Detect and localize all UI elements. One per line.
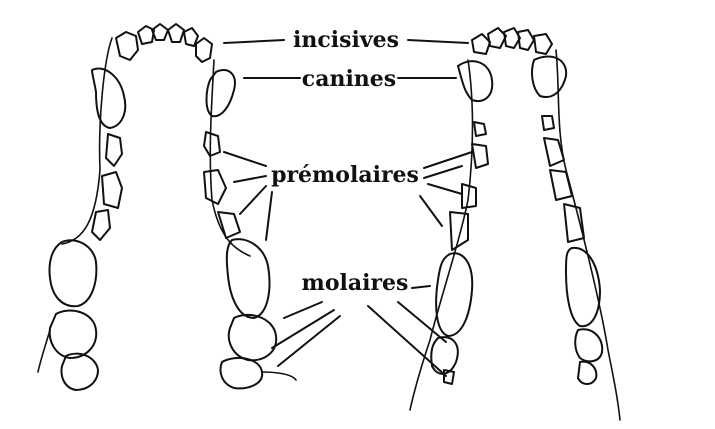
left-incisor-2 — [137, 25, 155, 45]
right-jaw-outer-line — [555, 49, 621, 421]
right-outer-molar-1 — [565, 246, 601, 328]
left-inner-canine — [205, 69, 236, 118]
premolaires-leader-left-1 — [223, 151, 267, 167]
left-inner-premolar-1 — [203, 131, 221, 157]
left-outer-premolar-1 — [105, 133, 123, 167]
right-jaw-inner-line — [409, 59, 474, 411]
molaires-leader-right-3 — [397, 301, 447, 343]
labels: incisives canines prémolaires molaires — [271, 27, 419, 296]
left-incisor-4 — [167, 23, 185, 43]
right-inner-molar-3 — [443, 369, 455, 385]
right-inner-canine — [457, 60, 494, 102]
right-incisor-4 — [517, 29, 535, 51]
right-outer-canine — [531, 55, 568, 98]
premolaires-leader-left-2 — [233, 175, 267, 183]
right-arch-incisors — [471, 27, 553, 55]
premolaires-leader-right-3 — [427, 183, 463, 195]
left-incisor-1 — [115, 31, 139, 61]
right-outer-molar-3 — [577, 360, 598, 385]
molaires-leader-left-2 — [271, 309, 335, 349]
left-incisor-5 — [183, 27, 199, 47]
premolaires-leader-right-2 — [423, 165, 463, 179]
label-incisives: incisives — [293, 27, 399, 53]
left-outer-premolar-2 — [101, 171, 123, 209]
molaires-leader-left-1 — [283, 301, 323, 319]
right-incisor-3 — [503, 27, 521, 49]
left-inner-molar-2 — [227, 313, 278, 362]
premolaires-leader-right-4 — [419, 195, 443, 227]
left-outer-molar-3 — [60, 352, 99, 391]
right-incisor-2 — [487, 27, 507, 49]
left-outer-molar-1 — [48, 239, 98, 308]
right-inner-premolar-2 — [471, 143, 489, 169]
right-inner-molar-2 — [430, 336, 459, 375]
right-inner-premolar-3 — [461, 183, 477, 209]
right-inner-molar-1 — [435, 252, 474, 337]
label-molaires: molaires — [302, 270, 409, 296]
left-outer-molar-2 — [48, 309, 98, 359]
right-outer-molar-2 — [574, 328, 604, 363]
left-arch — [37, 23, 297, 391]
molaires-leader-right-1 — [411, 285, 431, 289]
right-inner-premolar-1 — [473, 121, 487, 137]
right-outer-premolar-1 — [541, 115, 555, 131]
left-incisor-6 — [195, 37, 213, 63]
right-incisor-5 — [533, 33, 553, 55]
right-inner-premolar-4 — [449, 211, 469, 251]
right-outer-premolar-3 — [549, 169, 573, 201]
premolaires-leader-right-1 — [423, 151, 473, 169]
leader-lines — [223, 39, 473, 377]
left-inner-molar-1 — [225, 238, 271, 319]
label-canines: canines — [302, 66, 396, 92]
label-premolaires: prémolaires — [271, 162, 419, 188]
right-incisor-1 — [471, 33, 491, 55]
left-jaw-outer-line — [37, 37, 113, 373]
premolaires-leader-left-3 — [239, 185, 267, 215]
left-outer-canine — [91, 67, 127, 129]
incisives-leader-right — [407, 39, 469, 44]
left-inner-premolar-2 — [203, 169, 227, 205]
left-incisor-3 — [151, 23, 169, 41]
left-jaw-inner-line — [209, 59, 297, 381]
left-inner-molar-3 — [219, 356, 264, 390]
molaires-leader-right-2 — [367, 305, 447, 377]
incisives-leader-left — [223, 39, 285, 44]
molaires-leader-left-3 — [277, 315, 341, 367]
left-inner-premolar-3 — [217, 211, 241, 239]
right-arch — [409, 27, 621, 421]
left-arch-incisors — [115, 23, 213, 63]
premolaires-leader-left-4 — [265, 191, 273, 241]
left-outer-premolar-3 — [91, 209, 111, 241]
right-outer-premolar-4 — [563, 203, 585, 243]
